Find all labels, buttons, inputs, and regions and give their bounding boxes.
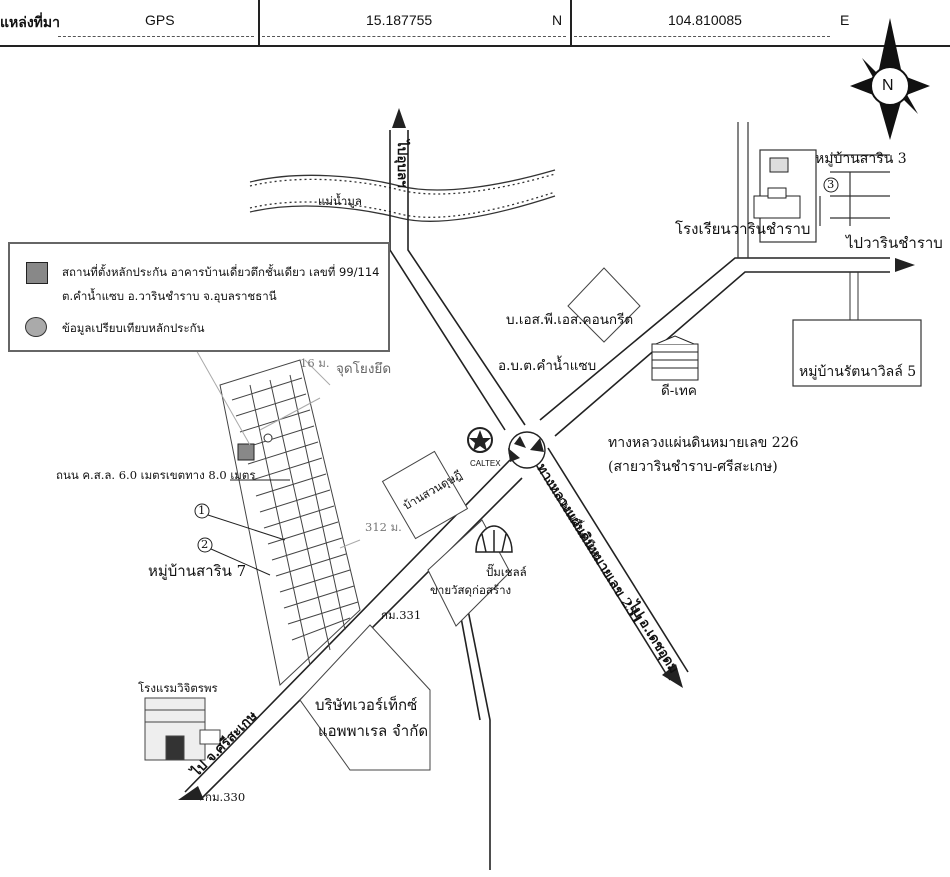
- landmark-label: จุดโยงยึด: [336, 361, 392, 377]
- km330-label: กม.330: [205, 790, 246, 804]
- roads: [184, 130, 890, 870]
- vertex-apparel-label: บริษัทเวอร์เท็กซ์: [315, 696, 418, 714]
- comparable-markers: [194, 177, 839, 576]
- shell-logo: [475, 525, 513, 553]
- dist-312m-label: 312 ม.: [365, 520, 402, 534]
- vertex-apparel-sub-label: แอพพาเรล จำกัด: [318, 722, 429, 740]
- mun-river-label: แม่น้ำมูล: [318, 194, 362, 208]
- spc-concrete-plot: [567, 267, 641, 343]
- to-warin-label: ไปวารินชำราบ: [846, 234, 943, 252]
- marker-2: 2: [201, 537, 209, 551]
- soi-road-label: ถนน ค.ส.ล. 6.0 เมตรเขตทาง 8.0 เมตร: [56, 468, 256, 482]
- hwy226-label: ทางหลวงแผ่นดินหมายเลข 226: [608, 435, 799, 451]
- marker-3: 3: [827, 177, 835, 191]
- vertex-apparel-plot: [299, 624, 431, 771]
- caltex-label: CALTEX: [470, 459, 501, 468]
- hotel-label: โรงแรมวิจิตรพร: [138, 681, 218, 695]
- collateral-marker: [237, 443, 255, 461]
- source-label: แหล่งที่มา: [0, 14, 60, 30]
- hwy226-sub-label: (สายวารินชำราบ-ศรีสะเกษ): [608, 459, 778, 475]
- legend-collateral-line1: สถานที่ตั้งหลักประกัน อาคารบ้านเดี่ยวตึก…: [62, 265, 380, 279]
- mun-river: [249, 169, 556, 222]
- arrow-east: [895, 258, 915, 272]
- caltex-logo: [467, 427, 493, 453]
- to-ubon-label: ไปอุบลฯ: [394, 140, 410, 188]
- arrow-southeast: [662, 664, 683, 688]
- rattana-ville-box: [792, 319, 922, 387]
- legend-comparables: ข้อมูลเปรียบเทียบหลักประกัน: [62, 321, 205, 335]
- material-shop-label: ขายวัสดุก่อสร้าง: [430, 583, 512, 597]
- arrow-north: [392, 108, 406, 128]
- compass-north-label: N: [882, 77, 894, 94]
- compass-icon: [850, 18, 930, 140]
- shell-label: ปั๊มเชลล์: [486, 565, 527, 579]
- longitude-direction: E: [840, 12, 850, 28]
- latitude-direction: N: [552, 12, 563, 28]
- comparable-circle-icon: [25, 317, 47, 337]
- obt-label: อ.บ.ต.คำน้ำแซบ: [498, 358, 597, 374]
- school-label: โรงเรียนวารินชำราบ: [675, 220, 811, 238]
- collateral-square-icon: [26, 262, 48, 284]
- school-area: [737, 122, 890, 258]
- marker-1: 1: [198, 503, 206, 517]
- map-legend: สถานที่ตั้งหลักประกัน อาคารบ้านเดี่ยวตึก…: [8, 242, 390, 352]
- dtech-label: ดี-เทค: [661, 383, 697, 399]
- dtech-building: [651, 335, 699, 381]
- sarin7-label: หมู่บ้านสาริน 7: [148, 562, 247, 580]
- gps-source: GPS: [145, 12, 175, 28]
- housing-estate: [219, 359, 361, 686]
- longitude-value: 104.810085: [668, 12, 742, 28]
- sarin3-label: หมู่บ้านสาริน 3: [815, 151, 907, 167]
- coordinates-header: แหล่งที่มา GPS 15.187755 N 104.810085 E: [0, 0, 950, 46]
- spc-concrete-label: บ.เอส.พี.เอส.คอนกรีต: [506, 312, 634, 328]
- ban-suan-plot: [381, 450, 469, 540]
- legend-collateral-line2: ต.คำน้ำแซบ อ.วารินชำราบ จ.อุบลราชธานี: [62, 289, 277, 303]
- km331-label: กม.331: [381, 608, 422, 622]
- width-16m-label: 16 ม.: [300, 356, 330, 370]
- latitude-value: 15.187755: [366, 12, 433, 28]
- arrow-southwest: [178, 786, 204, 800]
- school-building: [753, 157, 801, 219]
- direction-arrows: [178, 108, 915, 800]
- rattana-ville-label: หมู่บ้านรัตนาวิลล์ 5: [799, 364, 917, 380]
- hotel-building: [144, 697, 221, 761]
